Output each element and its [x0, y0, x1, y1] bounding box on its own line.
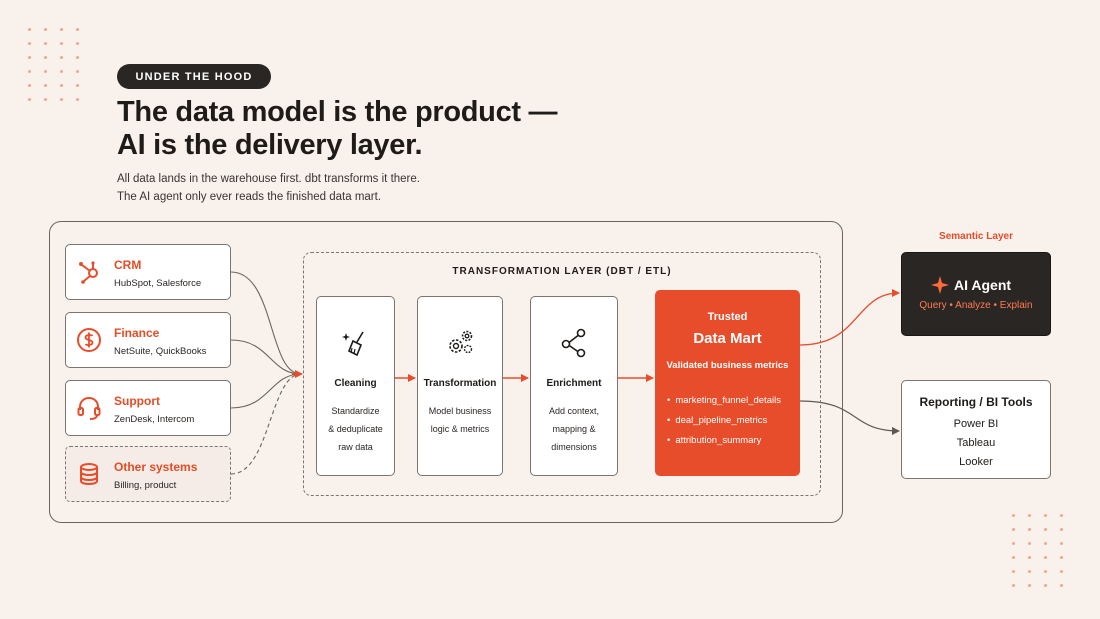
warehouse-container — [49, 221, 843, 523]
ai-agent-detail: Query • Analyze • Explain — [919, 300, 1033, 311]
headline-line-1: The data model is the product — — [117, 96, 558, 128]
step-description-line: & deduplicate — [328, 424, 383, 434]
source-detail: Billing, product — [114, 480, 177, 491]
reporting-title: Reporting / BI Tools — [919, 395, 1033, 409]
subheadline: All data lands in the warehouse first. d… — [117, 170, 420, 206]
broom-icon — [341, 331, 364, 357]
reporting-tool: Looker — [959, 456, 993, 468]
source-detail: NetSuite, QuickBooks — [114, 346, 207, 357]
transformation-layer — [303, 252, 821, 496]
source-detail: HubSpot, Salesforce — [114, 278, 202, 289]
data-mart-item: attribution_summary — [667, 431, 781, 451]
reporting-box: Reporting / BI Tools Power BI Tableau Lo… — [901, 380, 1051, 479]
data-mart-kicker: Trusted — [707, 311, 748, 323]
source-support: Support ZenDesk, Intercom — [65, 380, 231, 436]
step-description-line: Standardize — [331, 406, 380, 416]
step-description: Model business logic & metrics — [424, 402, 496, 438]
sparkle-icon — [931, 276, 949, 294]
step-description-line: Model business — [428, 406, 492, 416]
section-badge: UNDER THE HOOD — [117, 64, 271, 89]
source-finance: Finance NetSuite, QuickBooks — [65, 312, 231, 368]
data-mart-item: deal_pipeline_metrics — [667, 411, 781, 431]
data-mart-list: marketing_funnel_details deal_pipeline_m… — [667, 391, 781, 451]
reporting-tool: Power BI — [953, 418, 999, 430]
share-nodes-icon — [561, 328, 586, 358]
step-description-line: mapping & — [552, 424, 596, 434]
transformation-layer-title: TRANSFORMATION LAYER (DBT / ETL) — [452, 266, 672, 277]
step-title: Enrichment — [546, 378, 602, 389]
step-transformation: Transformation Model business logic & me… — [417, 296, 503, 476]
headline-line-2: AI is the delivery layer. — [117, 129, 423, 161]
source-detail: ZenDesk, Intercom — [114, 414, 195, 425]
decorative-dots-top-left — [28, 28, 80, 104]
source-title: Support — [114, 394, 160, 408]
step-description-line: raw data — [338, 442, 373, 452]
step-description-line: dimensions — [551, 442, 597, 452]
step-description: Standardize & deduplicate raw data — [323, 402, 388, 456]
subheadline-line-2: The AI agent only ever reads the finishe… — [117, 191, 382, 203]
data-mart: Trusted Data Mart Validated business met… — [655, 290, 800, 476]
step-description-line: Add context, — [548, 406, 600, 416]
step-title: Transformation — [423, 378, 497, 389]
step-title: Cleaning — [334, 378, 377, 389]
step-cleaning: Cleaning Standardize & deduplicate raw d… — [316, 296, 395, 476]
headline: The data model is the product — AI is th… — [117, 96, 558, 162]
source-crm: CRM HubSpot, Salesforce — [65, 244, 231, 300]
source-title: Finance — [114, 326, 160, 340]
ai-agent-title: AI Agent — [954, 277, 1012, 293]
step-description-line: logic & metrics — [430, 424, 490, 434]
database-icon — [80, 463, 98, 486]
ai-agent-box: AI Agent Query • Analyze • Explain — [901, 252, 1051, 336]
source-title: Other systems — [114, 460, 198, 474]
source-other-systems: Other systems Billing, product — [65, 446, 231, 502]
semantic-layer-label: Semantic Layer — [939, 231, 1013, 242]
step-description: Add context, mapping & dimensions — [537, 402, 611, 456]
hubspot-icon — [79, 261, 98, 284]
gears-icon — [449, 330, 473, 354]
source-title: CRM — [114, 258, 142, 272]
subheadline-line-1: All data lands in the warehouse first. d… — [117, 173, 420, 185]
headset-icon — [77, 396, 101, 420]
decorative-dots-bottom-right — [1012, 514, 1064, 590]
step-enrichment: Enrichment Add context, mapping & dimens… — [530, 296, 618, 476]
data-mart-title: Data Mart — [693, 330, 762, 347]
data-mart-item: marketing_funnel_details — [667, 391, 781, 411]
reporting-tool: Tableau — [956, 437, 996, 449]
dollar-icon — [77, 328, 101, 352]
data-mart-subtitle: Validated business metrics — [666, 360, 789, 371]
